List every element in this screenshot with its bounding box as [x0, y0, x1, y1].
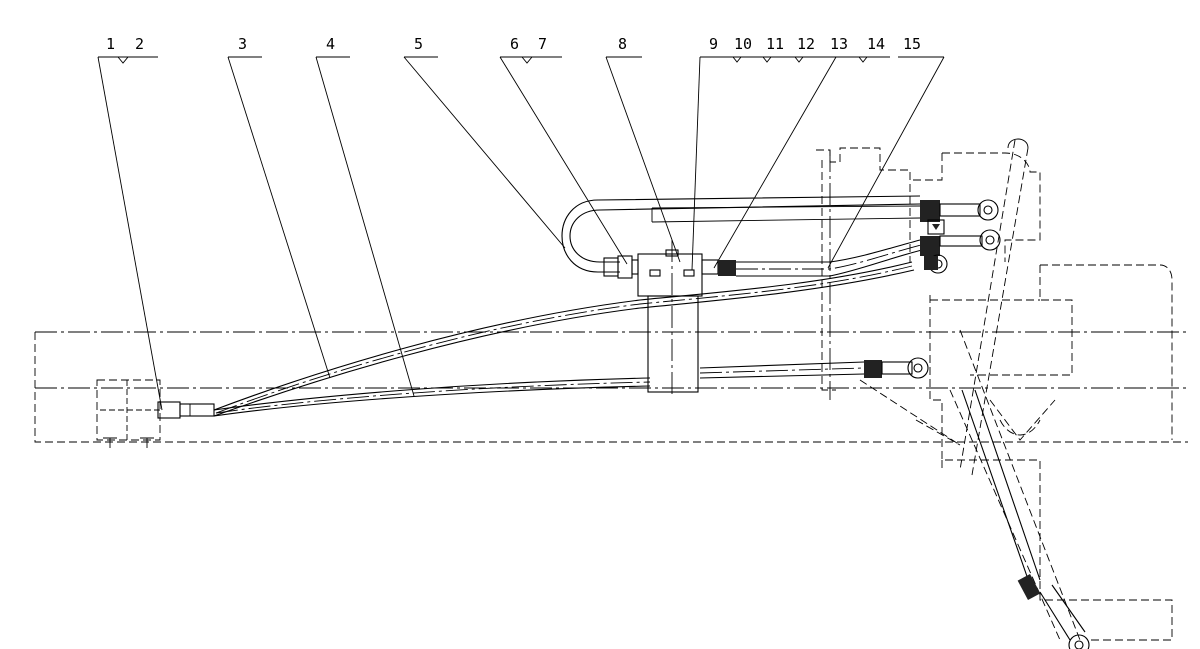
callout-3: 3: [238, 35, 247, 53]
callout-9: 9: [709, 35, 718, 53]
callout-11: 11: [766, 35, 784, 53]
callout-underlines: [98, 56, 944, 64]
callout-7: 7: [538, 35, 547, 53]
lower-right-hose: [961, 389, 1090, 649]
valve-block: [603, 240, 736, 396]
hoses: [157, 195, 923, 419]
callout-8: 8: [618, 35, 627, 53]
right-fittings: [864, 199, 1001, 379]
leader-lines: [97, 56, 945, 411]
callout-6: 6: [510, 35, 519, 53]
callout-2: 2: [135, 35, 144, 53]
callout-12: 12: [797, 35, 815, 53]
callout-14: 14: [867, 35, 885, 53]
callout-labels: 1 2 3 4 5 6 7 8 9 10 11 12 13 14 15: [106, 35, 921, 53]
frame-outline: [34, 138, 1188, 641]
callout-15: 15: [903, 35, 921, 53]
callout-5: 5: [414, 35, 423, 53]
callout-4: 4: [326, 35, 335, 53]
callout-10: 10: [734, 35, 752, 53]
callout-1: 1: [106, 35, 115, 53]
callout-13: 13: [830, 35, 848, 53]
